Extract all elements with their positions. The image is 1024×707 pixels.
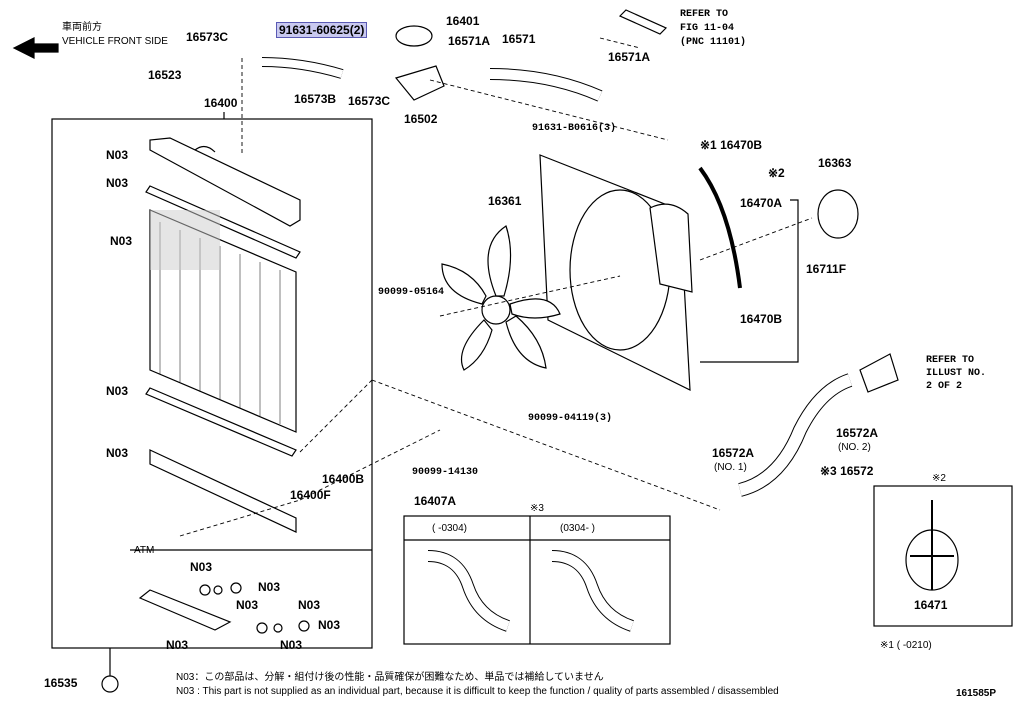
lower-gasket [145, 387, 297, 457]
label-16407A: 16407A [414, 494, 457, 508]
note-jp: N03：この部品は、分解・組付け後の性能・品質確保が困難なため、単品では補給して… [176, 672, 604, 683]
lower-tank [149, 449, 297, 533]
refer-fig-11-04: REFER TO FIG 11-04 (PNC 11101) [680, 8, 746, 50]
refer1-line2: FIG 11-04 [680, 23, 735, 34]
label-16400F: 16400F [290, 488, 331, 502]
label-16573C-top: 16573C [186, 30, 229, 44]
orientation-jp: 車両前方 [62, 22, 102, 33]
inset3-title: ※3 [530, 503, 544, 514]
label-n03-atm5: N03 [318, 618, 341, 632]
inset2-title: ※2 [932, 473, 946, 484]
label-16363: 16363 [818, 156, 852, 170]
label-16502: 16502 [404, 112, 438, 126]
label-90099-04119: 90099-04119(3) [528, 413, 613, 424]
label-16400B: 16400B [322, 472, 365, 486]
upper-gasket [145, 185, 301, 259]
label-mark2: ※2 [768, 166, 785, 180]
label-n03-4: N03 [106, 384, 129, 398]
radiator-cap-16401 [395, 25, 433, 47]
figure-id: 161585P [956, 688, 997, 699]
fan-16361 [441, 225, 561, 371]
refer2-line3: 2 OF 2 [926, 381, 963, 392]
label-n03-atm2: N03 [258, 580, 281, 594]
label-16572A-no2: 16572A [836, 426, 879, 440]
note-en: N03 : This part is not supplied as an in… [176, 686, 779, 697]
label-16470B-bot: 16470B [740, 312, 783, 326]
label-n03-5: N03 [106, 446, 129, 460]
inset3-left-range: ( -0304) [432, 523, 468, 534]
reservoir-hose-16470A [698, 166, 742, 289]
label-91631-B0616: 91631-B0616(3) [532, 123, 617, 134]
refer1-line1: REFER TO [680, 9, 729, 20]
upper-tank [149, 137, 301, 227]
label-16471: 16471 [914, 598, 948, 612]
label-n03-2: N03 [106, 176, 129, 190]
label-16572A-no1: 16572A [712, 446, 755, 460]
refer-illust-2: REFER TO ILLUST NO. 2 OF 2 [926, 354, 986, 393]
label-16523: 16523 [148, 68, 182, 82]
water-outlet-16502 [394, 65, 445, 101]
label-n03-1: N03 [106, 148, 129, 162]
label-n03-atm7: N03 [166, 638, 189, 652]
label-16711F: 16711F [806, 262, 847, 276]
label-91631-60625[interactable]: 91631-60625(2) [276, 22, 368, 38]
label-16573C-bot: 16573C [348, 94, 391, 108]
label-n03-3: N03 [110, 234, 133, 248]
label-16535: 16535 [44, 676, 78, 690]
label-16573B: 16573B [294, 92, 337, 106]
footnote-1: ※1 ( -0210) [880, 640, 932, 651]
label-16361: 16361 [488, 194, 522, 208]
refer2-line1: REFER TO [926, 355, 975, 366]
label-16571A-right: 16571A [608, 50, 651, 64]
inset-variants-3 [403, 515, 671, 645]
label-16572: ※3 16572 [820, 464, 874, 478]
refer-arrow-icon [618, 9, 668, 35]
orientation-en: VEHICLE FRONT SIDE [62, 36, 168, 47]
label-n03-atm6: N03 [280, 638, 303, 652]
refer1-line3: (PNC 11101) [680, 37, 747, 48]
label-90099-05164: 90099-05164 [378, 287, 445, 298]
label-16401: 16401 [446, 14, 480, 28]
label-16470B-top: ※1 16470B [700, 138, 763, 152]
radiator-assembly-frame [51, 118, 373, 649]
atm-oil-cooler-pipe [138, 589, 232, 631]
label-90099-14130: 90099-14130 [412, 467, 479, 478]
reservoir-tank [649, 203, 693, 293]
label-no1: (NO. 1) [714, 462, 747, 473]
label-n03-atm4: N03 [298, 598, 321, 612]
label-16470A: 16470A [740, 196, 783, 210]
front-arrow-icon [12, 37, 59, 59]
refer2-line2: ILLUST NO. [926, 368, 987, 379]
label-16400: 16400 [204, 96, 238, 110]
label-atm: ATM [134, 545, 155, 556]
label-16571: 16571 [502, 32, 536, 46]
label-n03-atm3: N03 [236, 598, 259, 612]
label-16571A-top: 16571A [448, 34, 491, 48]
inset-cap-2 [873, 485, 1013, 627]
inset3-right-range: (0304- ) [560, 523, 596, 534]
label-no2: (NO. 2) [838, 442, 871, 453]
label-n03-atm1: N03 [190, 560, 213, 574]
fan-motor-16363 [817, 189, 859, 239]
